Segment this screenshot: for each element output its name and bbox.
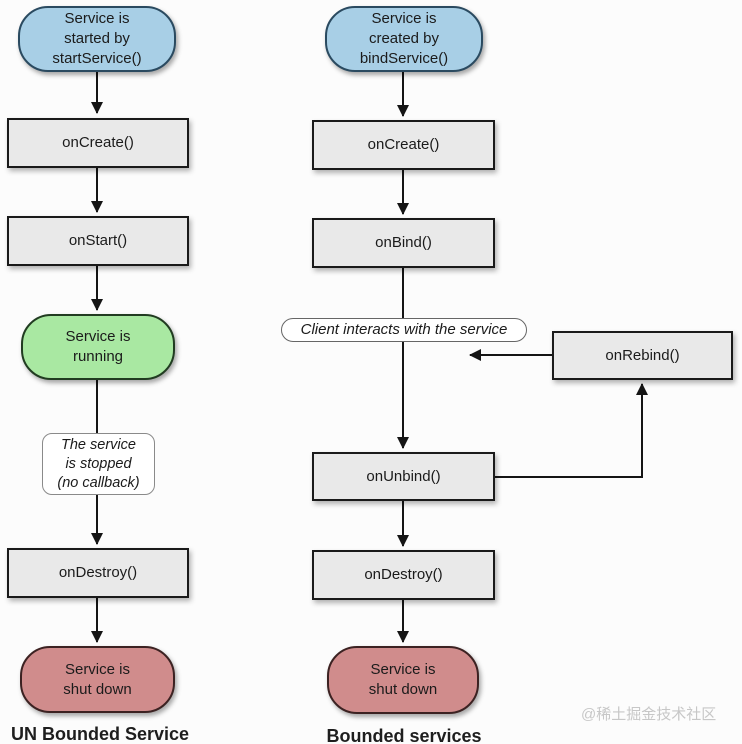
- oncreate-box-unbounded: onCreate(): [7, 118, 189, 168]
- shutdown-node-unbounded: Service is shut down: [20, 646, 175, 713]
- onstart-box: onStart(): [7, 216, 189, 266]
- watermark: @稀土掘金技术社区: [581, 706, 717, 723]
- ondestroy-box-unbounded: onDestroy(): [7, 548, 189, 598]
- shutdown-node-bounded: Service is shut down: [327, 646, 479, 714]
- start-node-unbounded: Service is started by startService(): [18, 6, 176, 72]
- oncreate-box-bounded: onCreate(): [312, 120, 495, 170]
- onunbind-box: onUnbind(): [312, 452, 495, 501]
- client-interaction-note: Client interacts with the service: [281, 318, 527, 342]
- unbounded-flow-title: UN Bounded Service: [10, 724, 190, 744]
- start-node-bounded: Service is created by bindService(): [325, 6, 483, 72]
- onrebind-box: onRebind(): [552, 331, 733, 380]
- running-node: Service is running: [21, 314, 175, 380]
- ondestroy-box-bounded: onDestroy(): [312, 550, 495, 600]
- service-stopped-note: The service is stopped (no callback): [42, 433, 155, 495]
- onbind-box: onBind(): [312, 218, 495, 268]
- arrow-onunbind-to-onrebind: [495, 383, 648, 478]
- bounded-flow-title: Bounded services: [326, 726, 482, 744]
